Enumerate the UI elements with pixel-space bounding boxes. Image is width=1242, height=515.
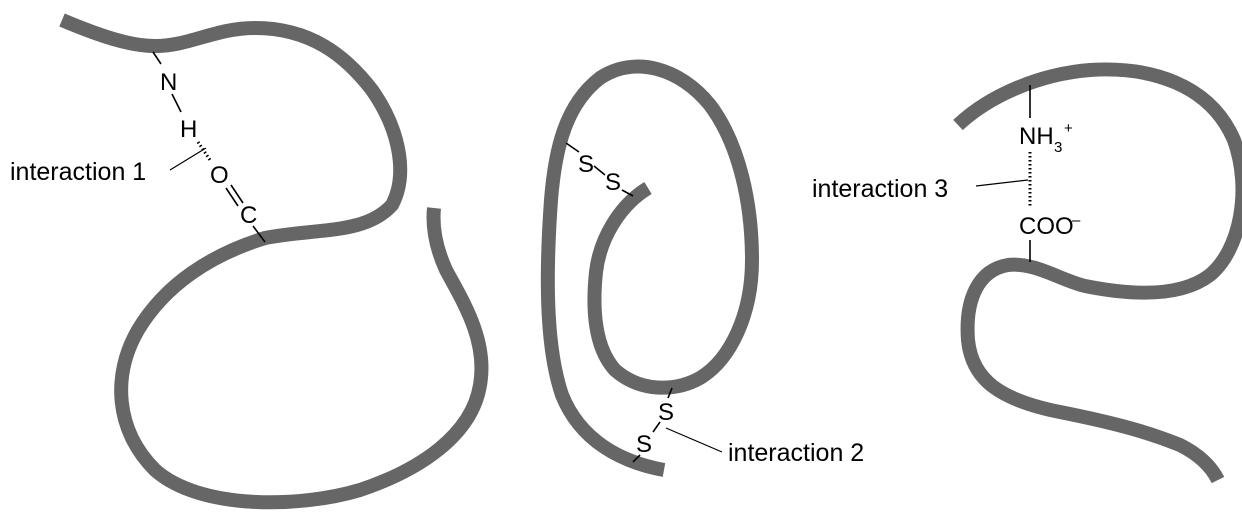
amine-group: NH <box>1019 123 1054 150</box>
chain-3 <box>953 62 1242 484</box>
carboxylate-charge: – <box>1072 212 1081 229</box>
atom-c: C <box>240 202 257 229</box>
atom-o: O <box>210 162 229 189</box>
structure-3-ionic-bond: NH 3 + COO – interaction 3 <box>812 62 1242 484</box>
chain-1 <box>59 13 489 510</box>
amine-charge: + <box>1064 120 1073 137</box>
label-interaction-1: interaction 1 <box>10 158 146 186</box>
chain-2 <box>540 59 759 477</box>
carboxylate-group: COO <box>1019 213 1074 240</box>
atom-s-bottom-lower: S <box>636 431 652 458</box>
atom-s-top-right: S <box>605 169 621 196</box>
label-interaction-2: interaction 2 <box>728 439 864 467</box>
atom-s-top-left: S <box>578 151 594 178</box>
structure-2-disulfide-bridges: S S S S interaction 2 <box>540 59 864 477</box>
atom-h: H <box>180 116 197 143</box>
atom-n: N <box>160 69 177 96</box>
amine-subscript: 3 <box>1054 139 1062 156</box>
label-interaction-3: interaction 3 <box>812 175 948 203</box>
atom-s-bottom-upper: S <box>658 399 674 426</box>
structure-1-hydrogen-bond: N H O C interaction 1 <box>10 13 489 510</box>
